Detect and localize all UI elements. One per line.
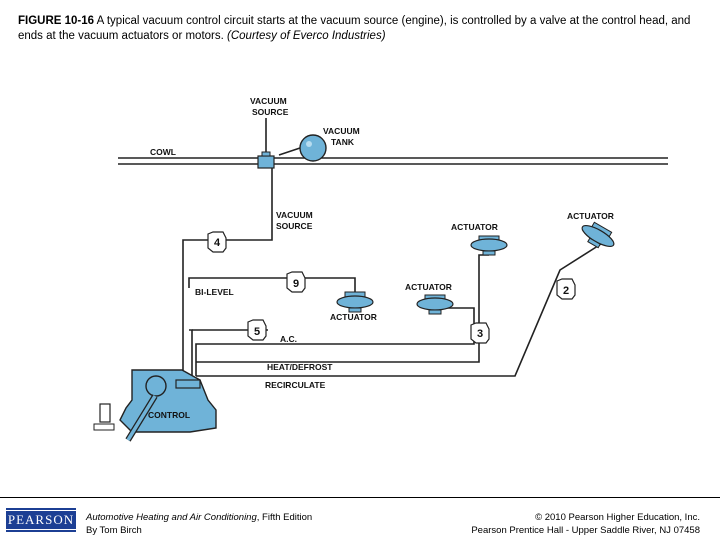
actuator-label-ac: ACTUATOR [405,282,452,292]
footer-book-info: Automotive Heating and Air Conditioning,… [86,511,312,537]
vacuum-circuit-diagram: 4 9 5 3 2 VACUUM SOURCE VACUUM TANK COWL… [93,96,668,442]
actuator-recirculate [581,221,615,249]
svg-text:5: 5 [254,326,260,338]
publisher-line: Pearson Prentice Hall - Upper Saddle Riv… [471,525,700,536]
vacuum-tank-label-line2: TANK [331,137,355,147]
svg-text:3: 3 [477,328,483,340]
recirculate-label: RECIRCULATE [265,380,326,390]
hose-number-9: 9 [286,271,306,293]
book-author: By Tom Birch [86,525,142,536]
ac-label: A.C. [280,334,297,344]
figure-caption: FIGURE 10-16 A typical vacuum control ci… [18,14,698,44]
svg-text:2: 2 [563,285,569,297]
hose-number-2: 2 [556,278,576,300]
vacuum-tank [299,134,327,162]
pearson-logo: PEARSON [3,508,79,532]
caption-text: A typical vacuum control circuit starts … [18,15,691,42]
vacuum-source-top-label-line1: VACUUM [250,96,287,106]
vacuum-source-top-label-line2: SOURCE [252,107,289,117]
cowl-label: COWL [150,147,176,157]
heat-defrost-label: HEAT/DEFROST [267,362,333,372]
book-edition: , Fifth Edition [256,512,313,523]
vacuum-source-fitting [257,151,275,169]
book-title: Automotive Heating and Air Conditioning [86,512,257,523]
svg-text:9: 9 [293,278,299,290]
vacuum-tank-label-line1: VACUUM [323,126,360,136]
footer-copyright: © 2010 Pearson Higher Education, Inc. Pe… [471,511,700,537]
bi-level-label: BI-LEVEL [195,287,234,297]
control-head [93,369,217,442]
logo-text: PEARSON [3,510,79,530]
actuator-heat-defrost [470,235,508,256]
hose-number-3: 3 [470,322,490,344]
control-label: CONTROL [148,410,190,420]
hose-number-5: 5 [247,319,267,341]
cowl-panel [118,157,668,165]
actuator-label-bilevel: ACTUATOR [330,312,377,322]
vacuum-source-mid-label-line1: VACUUM [276,210,313,220]
svg-text:4: 4 [214,237,221,249]
hose-number-4: 4 [207,231,227,253]
copyright-line: © 2010 Pearson Higher Education, Inc. [535,512,700,523]
caption-credit: (Courtesy of Everco Industries) [227,30,386,42]
vacuum-source-mid-label-line2: SOURCE [276,221,313,231]
actuator-label-heat-defrost: ACTUATOR [451,222,498,232]
figure-label: FIGURE 10-16 [18,15,95,27]
footer-divider [0,497,720,498]
actuator-ac [416,294,454,315]
actuator-label-recirculate: ACTUATOR [567,211,614,221]
actuator-bilevel [336,291,374,313]
